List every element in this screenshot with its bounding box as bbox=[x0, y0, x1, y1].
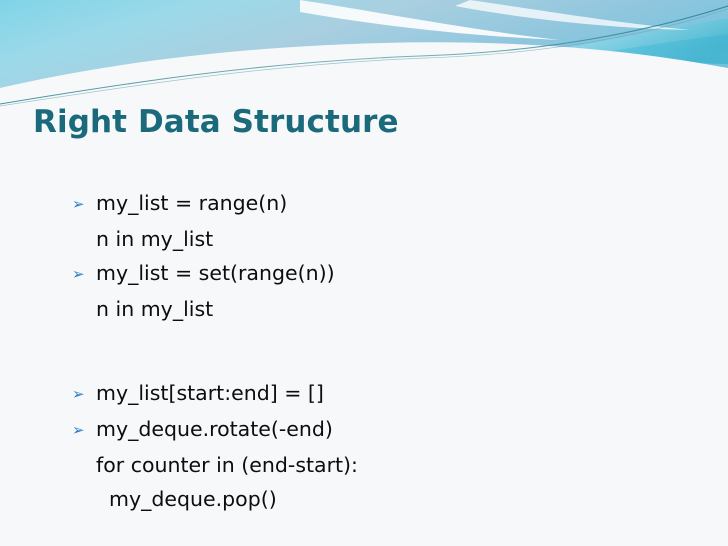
bullet-block: ➢ my_deque.rotate(-end) for counter in (… bbox=[72, 412, 692, 516]
bullet-line: ➢ my_list[start:end] = [] bbox=[72, 376, 692, 412]
continuation-text: for counter in (end-start): bbox=[96, 453, 358, 477]
bullet-line: ➢ my_list = range(n) bbox=[72, 186, 692, 222]
bullet-line: ➢ my_list = set(range(n)) bbox=[72, 256, 692, 292]
bullet-block: ➢ my_list = set(range(n)) n in my_list bbox=[72, 256, 692, 326]
arrow-bullet-icon: ➢ bbox=[72, 265, 85, 283]
block-spacer bbox=[72, 326, 692, 376]
bullet-line: ➢ my_deque.rotate(-end) bbox=[72, 412, 692, 448]
header-ribbon-right-b bbox=[495, 34, 728, 68]
page-title: Right Data Structure bbox=[33, 104, 399, 140]
continuation-text: n in my_list bbox=[96, 227, 214, 251]
header-white-ribbon bbox=[300, 0, 560, 40]
bullet-block: ➢ my_list = range(n) n in my_list bbox=[72, 186, 692, 256]
header-hairline-curve bbox=[0, 5, 728, 105]
header-decoration bbox=[0, 0, 728, 120]
header-white-ribbon-2 bbox=[455, 0, 690, 30]
arrow-bullet-icon: ➢ bbox=[72, 385, 85, 403]
bullet-text: my_list[start:end] = [] bbox=[96, 381, 324, 405]
arrow-bullet-icon: ➢ bbox=[72, 421, 85, 439]
continuation-line: for counter in (end-start): bbox=[72, 448, 692, 482]
bullet-text: my_list = range(n) bbox=[96, 191, 288, 215]
header-hairline-curve-2 bbox=[0, 8, 728, 107]
arrow-bullet-icon: ➢ bbox=[72, 195, 85, 213]
continuation-line: my_deque.pop() bbox=[72, 482, 692, 516]
continuation-text: n in my_list bbox=[96, 297, 214, 321]
bullet-text: my_deque.rotate(-end) bbox=[96, 417, 333, 441]
slide-body: ➢ my_list = range(n) n in my_list ➢ my_l… bbox=[72, 186, 692, 516]
continuation-text: my_deque.pop() bbox=[96, 487, 277, 511]
bullet-text: my_list = set(range(n)) bbox=[96, 261, 335, 285]
continuation-line: n in my_list bbox=[72, 222, 692, 256]
header-ribbon-right-a bbox=[520, 18, 728, 56]
header-sky-band bbox=[0, 0, 728, 120]
bullet-block: ➢ my_list[start:end] = [] bbox=[72, 376, 692, 412]
continuation-line: n in my_list bbox=[72, 292, 692, 326]
